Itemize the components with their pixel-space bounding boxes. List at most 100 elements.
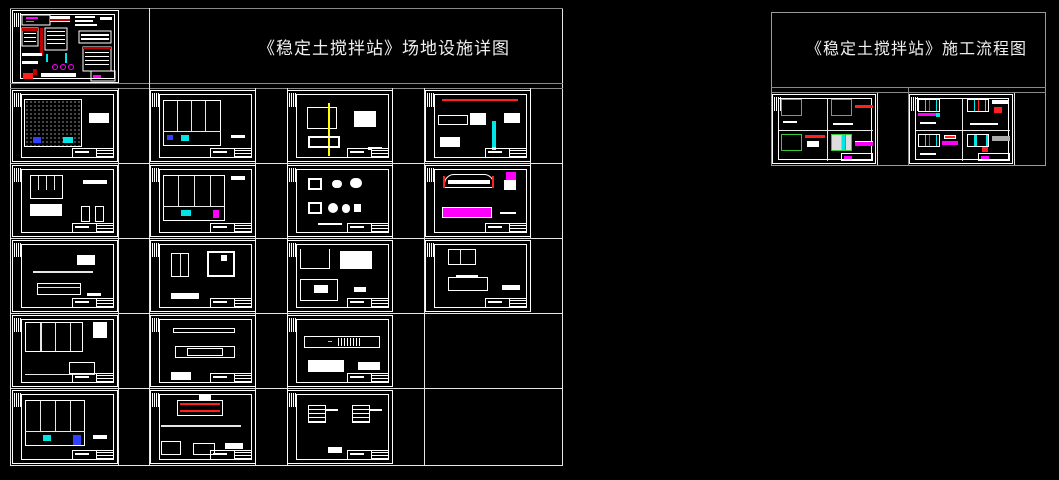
sheet-inner-border xyxy=(21,169,114,233)
grid-col-line xyxy=(530,88,531,238)
flow-step-2-label xyxy=(833,123,853,125)
elevation-box xyxy=(354,111,376,127)
sheet-inner-border xyxy=(296,394,389,460)
note-text xyxy=(502,285,520,290)
tank-section-a xyxy=(171,253,189,277)
legend-text xyxy=(89,113,109,123)
binding-strip xyxy=(289,318,296,332)
sheet-partition-plan-details[interactable] xyxy=(12,165,118,237)
sheet-conveyor-plan-red[interactable] xyxy=(150,390,256,464)
flow-step-5-label xyxy=(920,122,936,124)
right-set-title: 《稳定土搅拌站》施工流程图 xyxy=(806,39,1028,58)
flow-step-7-label xyxy=(920,153,936,155)
note-text xyxy=(354,287,366,292)
fence-railing xyxy=(338,338,362,346)
flow-step-6-grid xyxy=(967,99,989,112)
col-divider xyxy=(877,93,878,165)
conveyor-red-1 xyxy=(180,403,220,405)
sheet-inner-border xyxy=(20,14,115,79)
sheet-foundation-yellow-axis[interactable] xyxy=(287,90,393,162)
binding-strip xyxy=(289,93,296,107)
sheet-wall-elevation[interactable] xyxy=(12,240,118,312)
title-block xyxy=(485,298,527,308)
sheet-tank-section[interactable] xyxy=(150,240,256,312)
bay-divider xyxy=(70,323,71,351)
sheet-fence-elevation[interactable] xyxy=(287,315,393,387)
tank-hatch xyxy=(221,255,227,261)
title-block-magenta xyxy=(844,156,852,159)
gate-accent xyxy=(328,341,332,342)
building-wall xyxy=(460,250,461,264)
grid-row-line xyxy=(10,388,563,389)
sheet-plan-layout-4-bay-c[interactable] xyxy=(12,390,118,464)
detail-b xyxy=(193,443,215,455)
elevation-block xyxy=(30,204,62,216)
flow-step-3-box xyxy=(781,134,802,151)
sheet-inner-border xyxy=(159,94,252,158)
fitting-3 xyxy=(328,203,338,213)
sheet-inner-border xyxy=(159,319,252,383)
pool-plan-top xyxy=(300,249,330,269)
sheet-plan-layout-4-bay[interactable] xyxy=(150,90,256,162)
binding-strip xyxy=(289,393,296,407)
note-text xyxy=(225,443,243,449)
pipe-cyan xyxy=(492,121,496,149)
grid-col-line xyxy=(424,88,425,465)
sheet-elevation-section-cyan[interactable] xyxy=(425,90,531,162)
plan-detail-cyan xyxy=(181,210,191,216)
sheet-fitting-details[interactable] xyxy=(287,165,393,237)
title-block xyxy=(72,298,114,308)
flow-sheet-2[interactable] xyxy=(909,94,1013,164)
detail-b xyxy=(95,206,104,222)
sheet-pool-plan[interactable] xyxy=(287,240,393,312)
bay-divider xyxy=(194,176,195,206)
bay-plan xyxy=(163,100,221,146)
section-detail xyxy=(470,113,486,125)
flow-step-5-base xyxy=(918,113,940,116)
bay-divider xyxy=(191,101,192,131)
plan-detail-color xyxy=(33,137,41,143)
plan-detail-blue xyxy=(73,435,81,445)
building-roof xyxy=(456,275,478,278)
cover-sheet[interactable] xyxy=(12,10,119,83)
plan-detail-cyan xyxy=(43,435,51,441)
panel-divider-h xyxy=(779,130,873,131)
flow-step-6-label xyxy=(970,123,998,125)
axis-line-yellow xyxy=(328,103,330,156)
pool-elevation xyxy=(340,251,372,269)
title-block xyxy=(72,223,114,233)
elevation-line xyxy=(25,374,95,375)
sheet-inner-border xyxy=(434,94,527,158)
note-text xyxy=(500,212,516,214)
section-profile xyxy=(438,115,468,125)
dimension-line-red xyxy=(442,99,518,101)
sheet-road-section[interactable] xyxy=(150,315,256,387)
wall-top-detail xyxy=(77,255,95,265)
title-block xyxy=(347,223,389,233)
bay-plan xyxy=(25,322,83,352)
grid-col-line xyxy=(118,88,119,465)
sheet-site-plan-dense[interactable] xyxy=(12,90,118,162)
grid-col-line xyxy=(149,88,150,465)
flow-sheet-1[interactable] xyxy=(772,94,876,164)
title-block xyxy=(72,373,114,383)
binding-strip xyxy=(152,168,159,182)
flow-step-5-cyan xyxy=(936,113,940,117)
sheet-inner-border xyxy=(159,394,252,460)
bay-plan xyxy=(163,175,225,221)
flow-step-8-red xyxy=(982,147,988,152)
fitting-4 xyxy=(342,204,350,213)
road-plan xyxy=(175,346,235,358)
bay-divider xyxy=(205,101,206,131)
sheet-building-plan-section[interactable] xyxy=(425,240,531,312)
binding-strip xyxy=(289,243,296,257)
sheet-wall-sections[interactable] xyxy=(287,390,393,464)
bay-divider xyxy=(70,401,71,431)
note-text xyxy=(318,223,342,225)
sheet-plan-layout-4-bay-b[interactable] xyxy=(150,165,256,237)
sheet-bay-plan-elevation[interactable] xyxy=(12,315,118,387)
sheet-inner-border xyxy=(21,319,114,383)
plan-detail-magenta xyxy=(213,210,219,218)
sheet-shed-elevation-magenta[interactable] xyxy=(425,165,531,237)
binding-strip xyxy=(14,93,21,107)
